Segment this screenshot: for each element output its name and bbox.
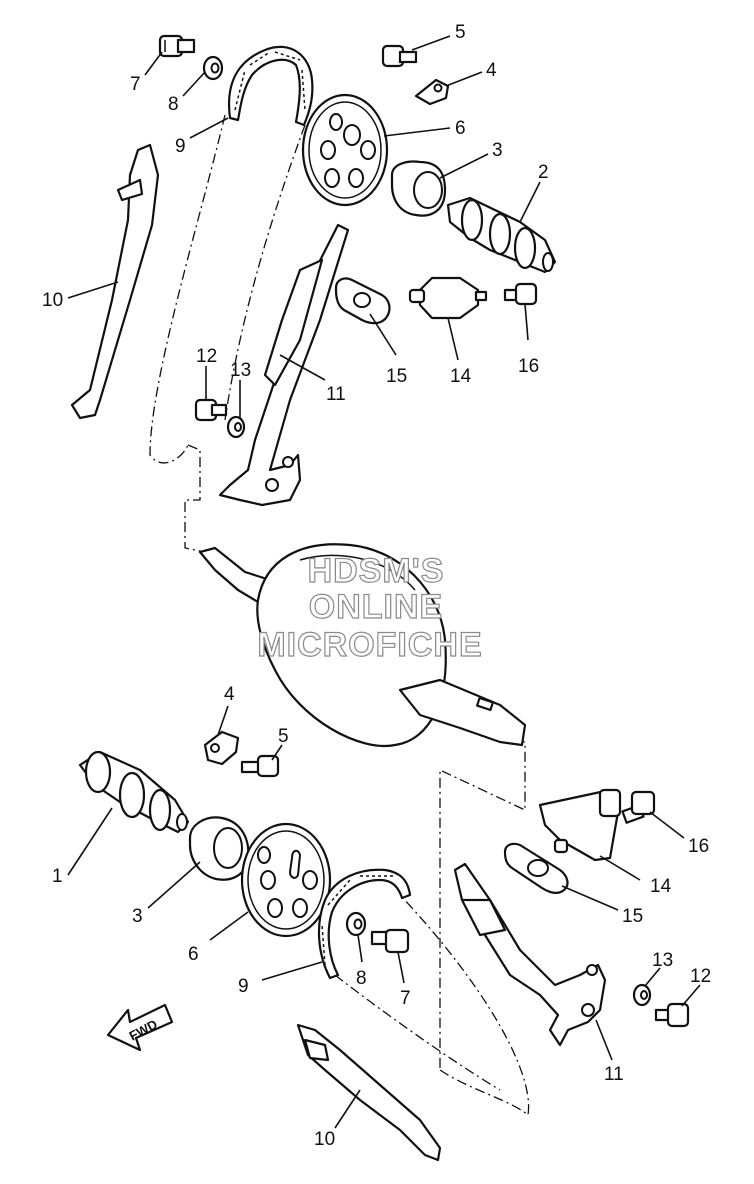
callout-12-top: 12: [196, 346, 217, 367]
callout-16-top: 16: [518, 356, 539, 377]
callout-8-top: 8: [168, 94, 179, 115]
washer-13-top: [226, 415, 246, 439]
chain-tensioner-guide-11-top: [218, 223, 350, 507]
callout-5-top: 5: [455, 22, 466, 43]
callout-4-bottom: 4: [224, 684, 235, 705]
washer-8-bottom: [345, 911, 367, 937]
chain-guide-10-top: [70, 143, 160, 420]
camshaft-2: [446, 196, 557, 274]
camshaft-1: [78, 750, 190, 834]
callout-9-top: 9: [175, 136, 186, 157]
fwd-arrow-icon: FWD: [106, 1003, 174, 1052]
callout-8-bottom: 8: [356, 968, 367, 989]
callout-15-bottom: 15: [622, 906, 643, 927]
callout-3-top: 3: [492, 140, 503, 161]
callout-13-top: 13: [230, 360, 251, 381]
callout-14-bottom: 14: [650, 876, 672, 897]
watermark-line-3: MICROFICHE: [257, 626, 482, 664]
callout-6-top: 6: [455, 118, 466, 139]
chain-tensioner-guide-11-bottom: [453, 862, 607, 1047]
callout-12-bottom: 12: [690, 966, 711, 987]
chain-tensioner-14-bottom: [538, 788, 622, 862]
bolt-5-top: [381, 44, 418, 68]
callout-7-bottom: 7: [400, 988, 411, 1009]
chain-tensioner-14-top: [408, 276, 488, 320]
bolt-12-bottom: [654, 1002, 690, 1028]
callout-6-bottom: 6: [188, 944, 199, 965]
cam-chain-9-bottom: [317, 868, 412, 980]
plate-4-top: [414, 78, 450, 106]
callout-10-top: 10: [42, 290, 63, 311]
bolt-5-bottom: [240, 754, 280, 778]
watermark-line-2: ONLINE: [309, 588, 443, 626]
bolt-7-top: [158, 34, 196, 58]
bolt-16-top: [503, 282, 538, 306]
callout-3-bottom: 3: [132, 906, 143, 927]
gasket-15-top: [334, 277, 391, 325]
cam-sprocket-6-top: [301, 93, 389, 207]
callout-11-top: 11: [326, 384, 346, 405]
callout-14-top: 14: [450, 366, 472, 387]
gasket-15-bottom: [503, 842, 569, 894]
cam-cover-3-bottom: [188, 816, 250, 881]
callout-7-top: 7: [130, 74, 141, 95]
callout-10-bottom: 10: [314, 1129, 335, 1150]
bolt-16-bottom: [621, 790, 656, 824]
bolt-12-top: [194, 398, 228, 422]
bolt-7-bottom: [370, 928, 410, 954]
callout-2-top: 2: [538, 162, 549, 183]
washer-8-top: [202, 55, 224, 81]
crankshaft: [198, 543, 527, 748]
callout-16-bottom: 16: [688, 836, 709, 857]
cam-cover-3-top: [390, 160, 447, 217]
watermark-line-1: HDSM'S: [308, 552, 445, 590]
watermark: HDSM'S ONLINE MICROFICHE: [257, 551, 483, 664]
chain-guide-10-bottom: [296, 1023, 442, 1162]
callouts-bottom: 4 5 1 3 6 9 8 7 16 14 15 13 12 11 10: [52, 684, 711, 1150]
callout-1-bottom: 1: [52, 866, 63, 887]
callout-5-bottom: 5: [278, 726, 289, 747]
callout-4-top: 4: [486, 60, 497, 81]
plate-4-bottom: [203, 730, 240, 766]
washer-13-bottom: [632, 983, 652, 1007]
cam-sprocket-6-bottom: [240, 822, 332, 938]
leader-lines: [67, 35, 701, 1129]
callout-15-top: 15: [386, 366, 407, 387]
cam-chain-9-top: [227, 45, 314, 127]
callouts-top: 7 8 9 5 4 6 3 2 10 12 13 15 14 16 11: [42, 22, 549, 405]
callout-9-bottom: 9: [238, 976, 249, 997]
callout-11-bottom: 11: [604, 1064, 624, 1085]
callout-13-bottom: 13: [652, 950, 673, 971]
